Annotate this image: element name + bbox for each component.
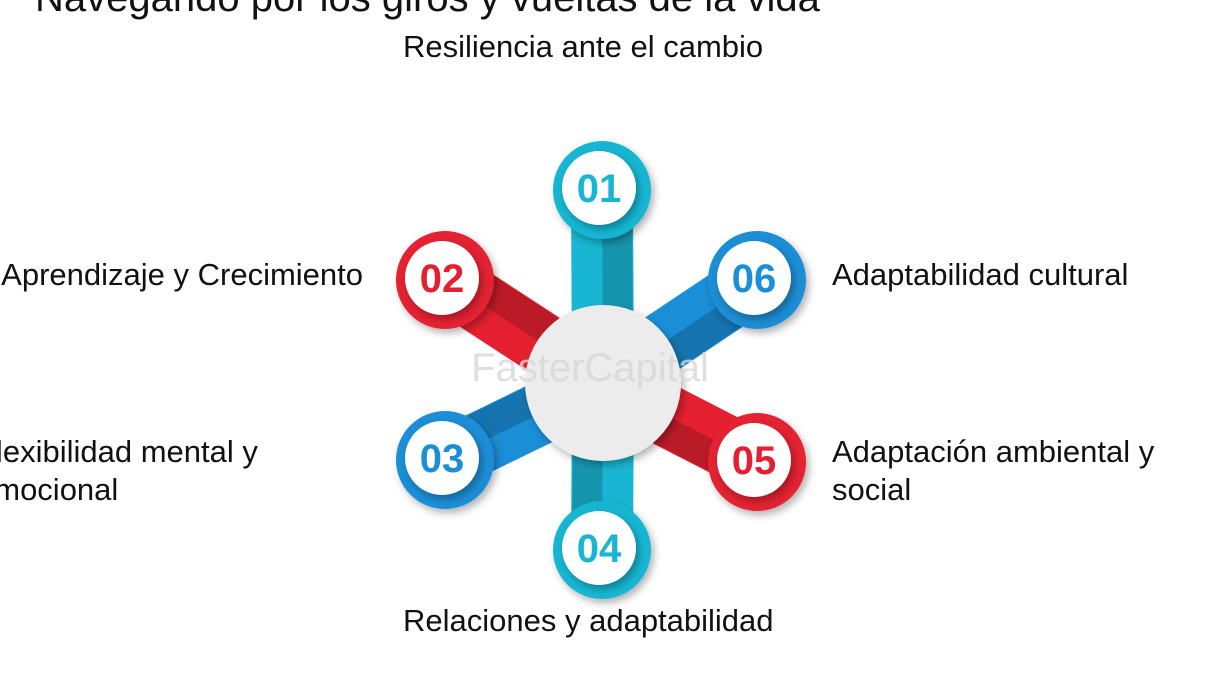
label-04: Relaciones y adaptabilidad bbox=[403, 603, 774, 638]
node-02: 02 bbox=[396, 231, 494, 329]
node-inner bbox=[405, 241, 479, 315]
watermark-logo: FasterCapital bbox=[471, 346, 709, 390]
label-01: Resiliencia ante el cambio bbox=[403, 29, 764, 64]
node-inner bbox=[405, 421, 479, 495]
node-01: 01 bbox=[553, 141, 651, 239]
center-circle bbox=[525, 305, 681, 461]
node-03: 03 bbox=[396, 411, 494, 509]
node-number: 05 bbox=[732, 439, 777, 483]
node-number: 03 bbox=[420, 437, 465, 481]
label-05: Adaptación ambiental y social bbox=[832, 434, 1155, 507]
slide-title: Navegando por los giros y vueltas de la … bbox=[35, 0, 820, 21]
node-inner bbox=[717, 241, 791, 315]
label-02: Aprendizaje y Crecimiento bbox=[1, 257, 363, 292]
node-05: 05 bbox=[708, 413, 806, 511]
label-03: Flexibilidad mental y emocional bbox=[0, 434, 258, 507]
node-inner bbox=[562, 151, 636, 225]
node-04: 04 bbox=[553, 501, 651, 599]
node-inner bbox=[717, 423, 791, 497]
label-06: Adaptabilidad cultural bbox=[832, 257, 1129, 292]
node-inner bbox=[562, 511, 636, 585]
node-06: 06 bbox=[708, 231, 806, 329]
node-number: 06 bbox=[732, 257, 777, 301]
node-number: 04 bbox=[577, 527, 622, 571]
node-number: 02 bbox=[420, 257, 465, 301]
node-number: 01 bbox=[577, 167, 622, 211]
